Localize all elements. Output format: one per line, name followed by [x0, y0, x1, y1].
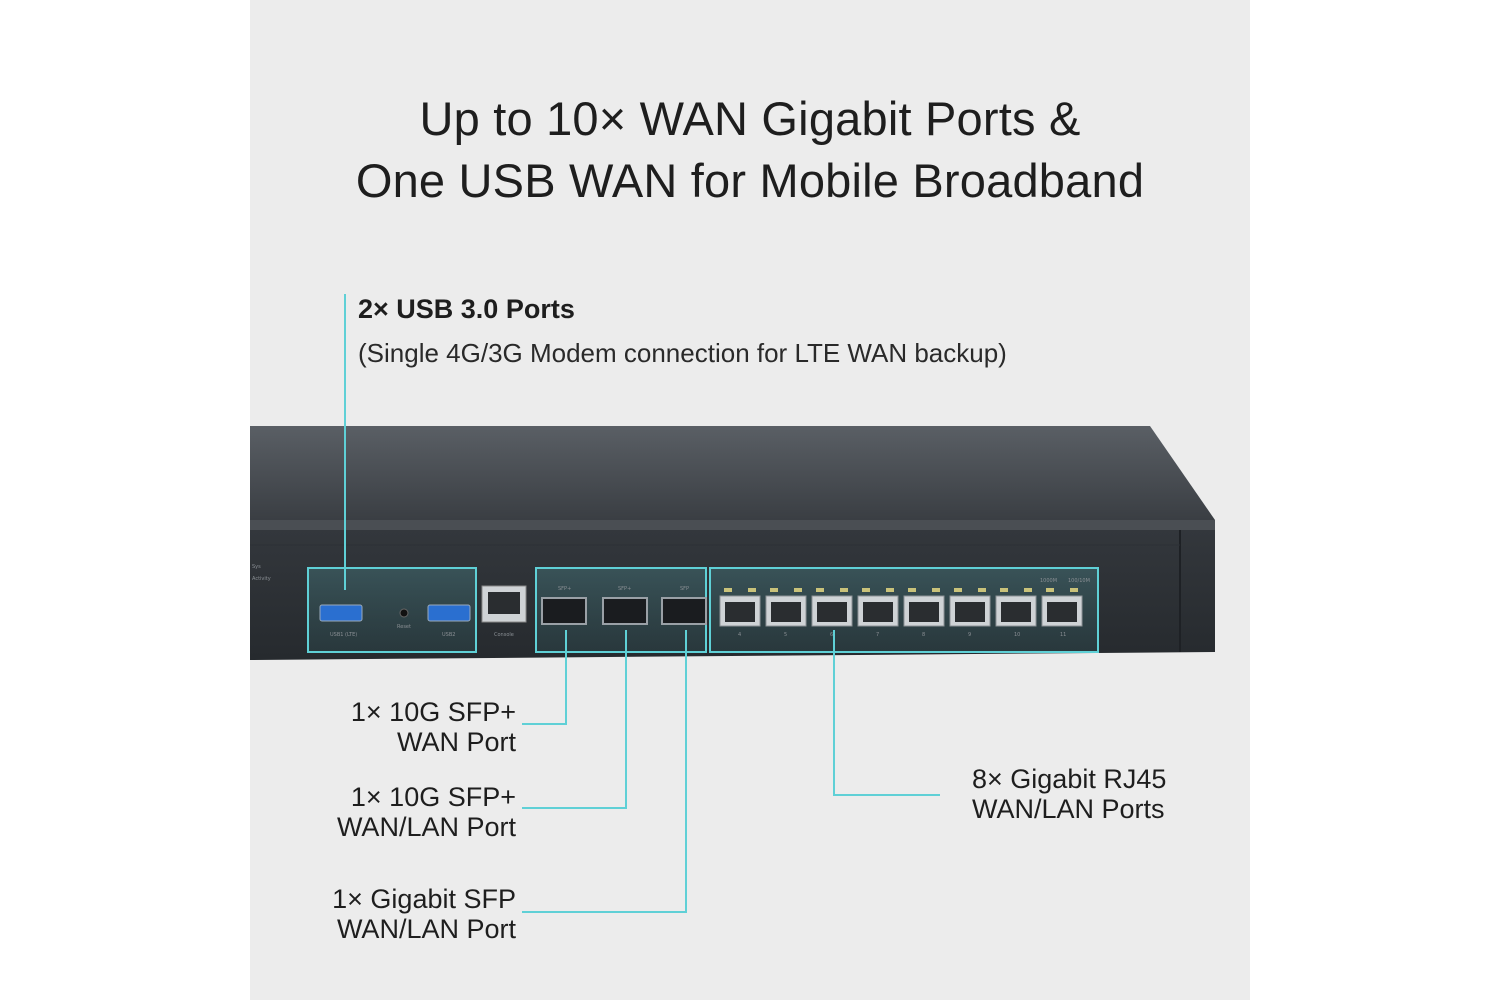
callout-10g-sfp-wanlan: 1× 10G SFP+ WAN/LAN Port — [300, 782, 516, 842]
rj45-port[interactable]: 8 — [903, 588, 945, 638]
reset-label: Reset — [397, 624, 411, 630]
usb-port-group: USB1 (LTE) Reset USB2 — [307, 567, 477, 653]
usb-callout-subtitle: (Single 4G/3G Modem connection for LTE W… — [358, 338, 1007, 368]
port-led — [794, 588, 802, 592]
rj45-port[interactable]: 4 — [719, 588, 761, 638]
rj45-port[interactable]: 9 — [949, 588, 991, 638]
usb2-label: USB2 — [442, 632, 455, 638]
usb-callout-title: 2× USB 3.0 Ports — [358, 294, 575, 324]
sfp-port-1[interactable] — [541, 597, 587, 625]
rj45-port-number: 10 — [1014, 632, 1020, 638]
port-led — [816, 588, 824, 592]
port-led — [1046, 588, 1054, 592]
sfp-port-3[interactable] — [661, 597, 707, 625]
speed-label-1000m: 1000M — [1040, 578, 1057, 584]
console-label: Console — [494, 632, 514, 638]
rj45-port-number: 9 — [968, 632, 971, 638]
callout-10g-sfp-wan-line2: WAN Port — [396, 727, 516, 757]
callout-rj45-line2: WAN/LAN Ports — [972, 794, 1165, 824]
product-image-panel: Up to 10× WAN Gigabit Ports & One USB WA… — [250, 0, 1250, 1000]
port-led — [862, 588, 870, 592]
callout-rj45: 8× Gigabit RJ45 WAN/LAN Ports — [972, 764, 1166, 824]
rj45-port-number: 8 — [922, 632, 925, 638]
status-label-sys: Sys — [252, 564, 261, 570]
sfp-port-group: SFP+ SFP+ SFP — [535, 567, 707, 653]
rj45-port-number: 4 — [738, 632, 741, 638]
headline-line-2: One USB WAN for Mobile Broadband — [355, 154, 1145, 207]
callout-gigabit-sfp: 1× Gigabit SFP WAN/LAN Port — [280, 884, 516, 944]
port-led — [932, 588, 940, 592]
rj45-port-number: 6 — [830, 632, 833, 638]
speed-label-100m: 100/10M — [1068, 578, 1090, 584]
rj45-port[interactable]: 10 — [995, 588, 1037, 638]
port-led — [978, 588, 986, 592]
callout-10g-sfp-wanlan-line1: 1× 10G SFP+ — [350, 782, 516, 812]
headline-line-1: Up to 10× WAN Gigabit Ports & — [419, 92, 1081, 145]
sfp3-label: SFP — [680, 586, 689, 592]
callout-10g-sfp-wanlan-line2: WAN/LAN Port — [336, 812, 516, 842]
sfp1-label: SFP+ — [558, 586, 571, 592]
usb1-label: USB1 (LTE) — [330, 632, 357, 638]
rj45-port-group: 1000M 100/10M 4 5 6 7 8 9 10 11 — [709, 567, 1099, 653]
port-led — [840, 588, 848, 592]
callout-gigabit-sfp-line2: WAN/LAN Port — [336, 914, 516, 944]
port-led — [724, 588, 732, 592]
usb-port-1[interactable] — [319, 604, 363, 622]
reset-button[interactable] — [399, 608, 409, 618]
router-illustration: Sys Activity USB1 (LTE) Reset USB2 Conso… — [250, 294, 1215, 913]
callout-10g-sfp-wan-line1: 1× 10G SFP+ — [350, 697, 516, 727]
port-led — [908, 588, 916, 592]
callout-rj45-line1: 8× Gigabit RJ45 — [972, 764, 1167, 794]
status-label-activity: Activity — [252, 576, 271, 582]
sfp-port-2[interactable] — [602, 597, 648, 625]
rj45-port-number: 11 — [1060, 632, 1066, 638]
rj45-port-number: 5 — [784, 632, 787, 638]
port-led — [886, 588, 894, 592]
port-led — [1024, 588, 1032, 592]
rj45-port[interactable]: 7 — [857, 588, 899, 638]
leader-lines — [344, 294, 940, 913]
port-led — [954, 588, 962, 592]
rj45-port-number: 7 — [876, 632, 879, 638]
headline: Up to 10× WAN Gigabit Ports & One USB WA… — [250, 88, 1250, 212]
port-led — [748, 588, 756, 592]
rj45-port[interactable]: 11 — [1041, 588, 1083, 638]
usb-port-2[interactable] — [427, 604, 471, 622]
port-led — [1000, 588, 1008, 592]
port-led — [770, 588, 778, 592]
sfp2-label: SFP+ — [618, 586, 631, 592]
rj45-port[interactable]: 5 — [765, 588, 807, 638]
rj45-port[interactable]: 6 — [811, 588, 853, 638]
callout-10g-sfp-wan: 1× 10G SFP+ WAN Port — [300, 697, 516, 757]
callout-gigabit-sfp-line1: 1× Gigabit SFP — [332, 884, 516, 914]
console-port[interactable]: Console — [481, 585, 527, 638]
port-led — [1070, 588, 1078, 592]
